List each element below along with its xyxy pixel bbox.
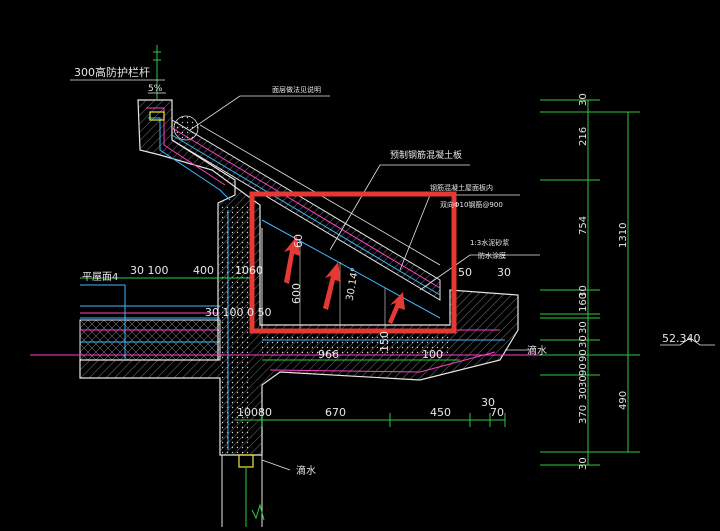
highlight-box — [249, 191, 457, 334]
arrow-2 — [323, 262, 341, 310]
arrow-1 — [284, 236, 300, 284]
dim-right-30-e: 30 — [578, 375, 589, 388]
dim-right-30-bottom: 30 — [578, 457, 589, 470]
dim-right-30-d: 30 — [578, 335, 589, 348]
dim-30-100-50: 30 100 0 50 — [205, 306, 271, 319]
label-elevation: 52.340 — [662, 332, 701, 345]
label-railing-slope: 5% — [148, 84, 163, 94]
dim-right-30-f: 30 — [578, 387, 589, 400]
label-top-note: 面层做法见说明 — [272, 85, 321, 94]
dim-30b: 30 — [481, 396, 495, 409]
dim-966: 966 — [318, 348, 339, 361]
dim-600: 600 — [290, 283, 303, 304]
dim-30-100: 30 100 — [130, 264, 169, 277]
dim-right-160: 160 — [578, 293, 589, 312]
label-flat-roof: 平屋面4 — [82, 271, 118, 283]
dim-670: 670 — [325, 406, 346, 419]
dim-150: 150 — [378, 331, 391, 352]
label-slab-note-1: 钢筋混凝土屋面板内 — [430, 183, 493, 192]
dim-60: 60 — [292, 234, 305, 248]
arrow-3 — [388, 292, 405, 324]
label-slab-note-2: 双向Φ10钢筋@900 — [440, 200, 503, 209]
dim-right-90-b: 90 — [578, 363, 589, 376]
label-drip-bottom: 滴水 — [296, 464, 316, 477]
dim-right-30-top: 30 — [578, 93, 589, 106]
dim-50: 50 — [458, 266, 472, 279]
dim-30a: 30 — [497, 266, 511, 279]
label-precast-slab: 预制钢筋混凝土板 — [390, 149, 462, 161]
label-mortar-2: 防水涂膜 — [478, 251, 506, 260]
dim-10080: 10080 — [237, 406, 272, 419]
dim-right-1310: 1310 — [618, 223, 629, 248]
label-slope-angle: 30.14° — [345, 267, 362, 302]
dim-right-30-b: 30 — [578, 285, 589, 298]
dim-right-490: 490 — [618, 391, 629, 410]
dim-right-754: 754 — [578, 216, 589, 235]
highlight-arrows — [284, 236, 405, 324]
dim-right-216: 216 — [578, 127, 589, 146]
label-drip-right: 滴水 — [527, 344, 547, 357]
dim-450: 450 — [430, 406, 451, 419]
right-dimension-chain — [540, 99, 640, 466]
dim-100: 100 — [422, 348, 443, 361]
dim-right-370: 370 — [578, 405, 589, 424]
dim-70: 70 — [490, 406, 504, 419]
label-railing: 300高防护栏杆 — [74, 65, 150, 79]
label-mortar-1: 1:3水泥砂浆 — [470, 238, 509, 247]
bottom-dimension-chain — [80, 277, 506, 427]
flat-roof-slab — [79, 305, 221, 361]
parapet-railing — [70, 45, 166, 121]
column-below — [221, 454, 265, 527]
dim-400: 400 — [193, 264, 214, 277]
sloped-slab — [171, 115, 441, 330]
dim-right-30-c: 30 — [578, 321, 589, 334]
dim-right-90-a: 90 — [578, 349, 589, 362]
dim-1060: 1060 — [235, 264, 263, 277]
